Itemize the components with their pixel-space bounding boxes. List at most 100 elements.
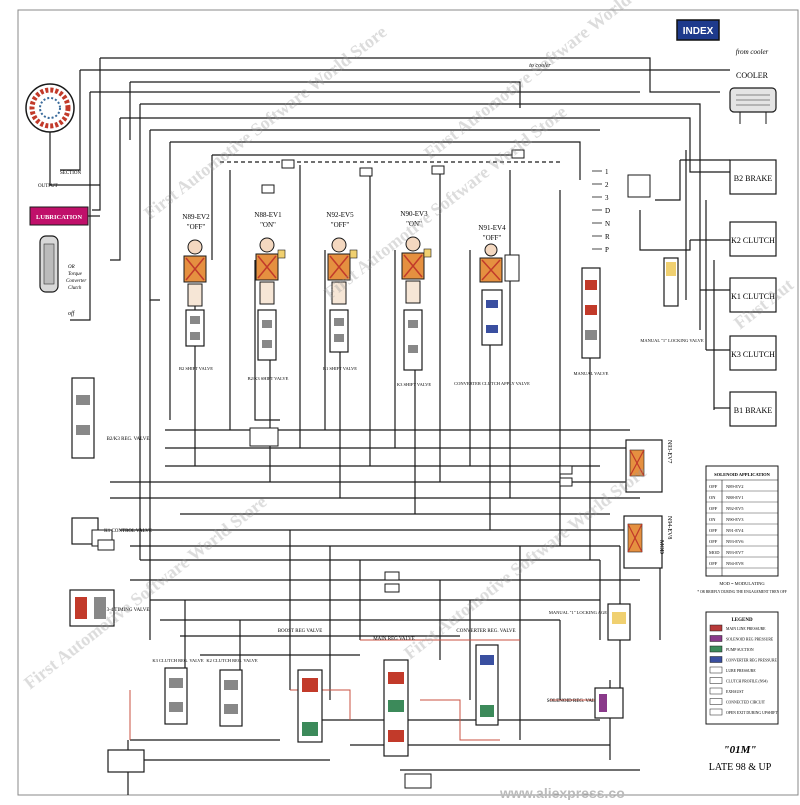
- timing-label: 3-4 TIMING VALVE: [107, 608, 150, 613]
- svg-text:Clutch: Clutch: [68, 286, 82, 291]
- gear-n: N: [605, 220, 610, 228]
- manual-valve-label: MANUAL VALVE: [574, 371, 609, 376]
- k3-clutch-box: [729, 335, 777, 371]
- cooler-label: COOLER: [736, 71, 769, 80]
- svg-text:Converter: Converter: [66, 279, 86, 284]
- solenoid-reg-label: SOLENOID REG. VALVE: [547, 699, 602, 704]
- model-label: "01M": [724, 744, 757, 756]
- gear-1: 1: [605, 168, 609, 176]
- converter-reg-valve: CONVERTER REG. VALVE: [456, 629, 516, 726]
- legend-label: CONVERTER REG PRESSURE: [726, 659, 778, 663]
- legend-title: LEGEND: [731, 618, 753, 623]
- solenoid-n90: N90-EV3 "ON" K3 SHIFT VALVE: [397, 210, 432, 387]
- main-reg-label: MAIN REG VALVE: [373, 637, 415, 642]
- gear-2: 2: [605, 181, 609, 189]
- section-label: SECTION: [60, 171, 82, 176]
- gear-3: 3: [605, 194, 609, 202]
- fittings: [97, 149, 573, 789]
- valve-converter-clutch-label: CONVERTER CLUTCH APPLY VALVE: [454, 381, 530, 386]
- k2-clutch-reg-label: K2 CLUTCH REG. VALVE: [206, 658, 257, 663]
- solenoid-n88-state: "ON": [260, 221, 276, 229]
- k1-clutch-box: [729, 277, 777, 313]
- k3-clutch-reg-label: K3 CLUTCH REG. VALVE: [152, 658, 203, 663]
- bottom-left-sensor: [107, 749, 145, 773]
- k3-clutch-reg-valve: K3 CLUTCH REG. VALVE: [152, 658, 204, 725]
- solenoid-app-name: N94-EV8: [726, 561, 744, 566]
- index-button[interactable]: [676, 19, 720, 41]
- solenoid-app-name: N90-EV3: [726, 517, 744, 522]
- solenoid-n92-name: N92-EV5: [326, 211, 354, 219]
- legend-swatch: [709, 666, 723, 674]
- svg-text:off: off: [68, 310, 76, 317]
- solenoid-n89: N89-EV2 "OFF" B2 SHIFT VALVE: [179, 213, 213, 371]
- solenoid-app-state: MOD: [709, 550, 720, 555]
- torque-converter-caption: OR Torque Converter Clutch off: [66, 265, 86, 317]
- solenoid-app-name: N89-EV2: [726, 484, 744, 489]
- manual-1-locking-valve: MANUAL "1" LOCKING VALVE: [640, 257, 704, 343]
- solenoid-app-name: N93-EV6: [726, 539, 744, 544]
- legend-swatch: [709, 645, 723, 653]
- gear-d: D: [605, 207, 610, 215]
- k2-clutch-box: [729, 221, 777, 257]
- legend-swatch: [709, 635, 723, 642]
- valve-b2-shift-label: B2 SHIFT VALVE: [179, 366, 213, 371]
- cooler-icon: [729, 87, 777, 124]
- solenoid-app-state: ON: [709, 517, 716, 522]
- n93-label: N93-EV7: [666, 440, 672, 463]
- k1-clutch-label: K1 CLUTCH: [731, 292, 775, 301]
- manual-locking-label: MANUAL "1" LOCKING VALVE: [640, 338, 704, 343]
- pump-assembly: [25, 83, 100, 186]
- valve-k3-shift-label: K3 SHIFT VALVE: [397, 382, 432, 387]
- solenoid-app-state: OFF: [709, 506, 718, 511]
- legend-label: CLUTCH PROFILE (N94): [726, 680, 768, 684]
- boost-reg-valve: BOOST REG VALVE: [278, 629, 323, 743]
- k2-clutch-label: K2 CLUTCH: [731, 236, 775, 245]
- solenoid-n88: N88-EV1 "ON" B2/K3 SHIFT VALVE: [248, 211, 289, 381]
- legend-swatch: [709, 698, 723, 705]
- svg-text:OR: OR: [68, 265, 75, 270]
- mod-label: MOD: [658, 540, 664, 555]
- k1-control-valve: K1 CONTROL VALVE: [71, 517, 152, 547]
- k2-clutch-reg-valve: K2 CLUTCH REG. VALVE: [206, 658, 258, 727]
- index-button-label[interactable]: INDEX: [683, 26, 714, 37]
- hydraulic-lines: [60, 57, 730, 795]
- valve-b2k3-shift-label: B2/K3 SHIFT VALVE: [248, 376, 289, 381]
- b2-brake-box: [729, 159, 777, 195]
- lubrication-label: LUBRICATION: [36, 214, 82, 221]
- solenoid-app-state: OFF: [709, 561, 718, 566]
- solenoid-n94: N94-EV8 MOD: [623, 515, 672, 569]
- solenoid-n91-name: N91-EV4: [478, 224, 506, 232]
- solenoid-n92: N92-EV5 "OFF" B1 SHIFT VALVE: [323, 211, 358, 371]
- solenoid-n89-name: N89-EV2: [182, 213, 210, 221]
- diagram-frame: [17, 9, 799, 796]
- n94-label: N94-EV8: [666, 516, 672, 539]
- timing-valve: 3-4 TIMING VALVE: [69, 589, 150, 627]
- solenoid-reg-valve: SOLENOID REG. VALVE: [547, 687, 624, 719]
- legend-label: LUBE PRESSURE: [726, 669, 756, 673]
- solenoid-app-name: N91-EV4: [726, 528, 744, 533]
- k3-clutch-label: K3 CLUTCH: [731, 350, 775, 359]
- gear-r: R: [605, 233, 610, 241]
- legend-label: PUMP SUCTION: [726, 648, 754, 652]
- svg-text:Torque: Torque: [68, 272, 83, 277]
- clutch-panel: B2 BRAKE K2 CLUTCH K1 CLUTCH K3 CLUTCH B…: [729, 159, 777, 427]
- legend-label: CONNECTED CIRCUIT: [726, 701, 766, 705]
- late-label: LATE 98 & UP: [709, 762, 772, 773]
- b1-brake-label: B1 BRAKE: [734, 406, 773, 415]
- solenoid-app-state: OFF: [709, 528, 718, 533]
- legend-label: EXHAUST: [726, 690, 744, 694]
- legend-swatch: [709, 687, 723, 695]
- torque-converter-icon: [39, 235, 59, 293]
- solenoid-n93: N93-EV7: [625, 439, 672, 493]
- manual-1-locking-age: MANUAL "1" LOCKING AGE: [549, 603, 631, 641]
- legend-swatch: [709, 708, 723, 716]
- solenoid-app-state: ON: [709, 495, 716, 500]
- manual-locking2-label: MANUAL "1" LOCKING AGE: [549, 610, 607, 615]
- legend-label: MAIN LINE PRESSURE: [726, 627, 766, 631]
- legend-label: OPEN EXIT DURING UPSHIFT: [726, 711, 778, 715]
- gear-p: P: [605, 246, 609, 254]
